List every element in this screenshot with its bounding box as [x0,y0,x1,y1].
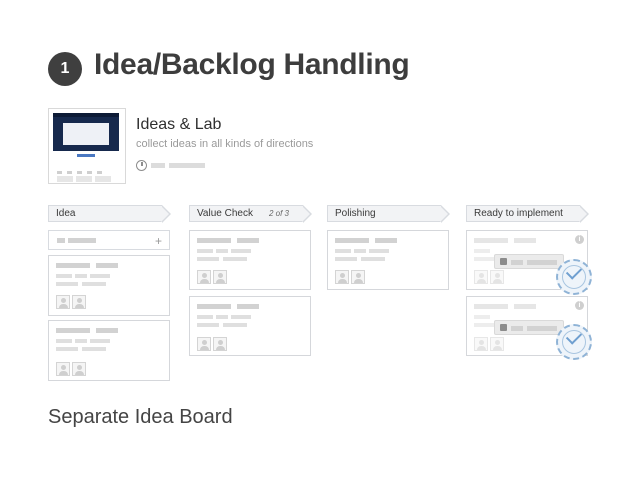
thumbnail-button [77,154,95,157]
board-name[interactable]: Ideas & Lab [136,116,222,133]
avatar-icon [474,270,488,284]
column-label: Idea [56,208,76,219]
column-header-idea[interactable]: Idea [48,205,171,223]
info-icon[interactable]: i [575,301,584,310]
lock-icon [500,324,507,331]
thumbnail-cards-row [57,169,117,182]
card[interactable] [48,255,170,316]
avatar-icon [335,270,349,284]
check-badge-icon [556,324,592,360]
card[interactable] [189,296,311,356]
board-meta [136,160,205,171]
column-label: Value Check [197,208,253,219]
page-title: Idea/Backlog Handling [94,48,410,81]
avatar-icon [197,337,211,351]
column-count: 2 of 3 [268,209,289,218]
column-label: Polishing [335,208,376,219]
locked-chip [494,320,564,335]
card[interactable] [189,230,311,290]
add-card-row[interactable]: + [48,230,170,250]
locked-chip [494,254,564,269]
info-icon[interactable]: i [575,235,584,244]
card[interactable] [327,230,449,290]
avatar-icon [490,337,504,351]
card-completed[interactable]: i [466,296,592,360]
avatar-icon [474,337,488,351]
lock-icon [500,258,507,265]
thumbnail-topbar [53,113,119,117]
avatar-icon [72,362,86,376]
avatar-icon [197,270,211,284]
caption: Separate Idea Board [48,406,233,428]
step-number-badge: 1 [48,52,82,86]
thumbnail-window [63,123,109,145]
meta-placeholder [169,163,205,168]
thumbnail-icons-row [57,161,115,174]
avatar-icon [56,362,70,376]
column-label: Ready to implement [474,208,563,219]
column-header-polishing[interactable]: Polishing [327,205,450,223]
board-description: collect ideas in all kinds of directions [136,138,314,150]
clock-icon [136,160,147,171]
card[interactable] [48,320,170,381]
avatar-icon [490,270,504,284]
plus-icon[interactable]: + [154,234,162,248]
avatar-icon [56,295,70,309]
column-header-value-check[interactable]: Value Check 2 of 3 [189,205,312,223]
meta-placeholder [151,163,165,168]
avatar-icon [351,270,365,284]
column-header-ready-to-implement[interactable]: Ready to implement [466,205,589,223]
avatar-icon [72,295,86,309]
card-completed[interactable]: i [466,230,592,295]
avatar-icon [213,270,227,284]
check-badge-icon [556,259,592,295]
avatar-icon [213,337,227,351]
board-thumbnail[interactable] [48,108,126,184]
